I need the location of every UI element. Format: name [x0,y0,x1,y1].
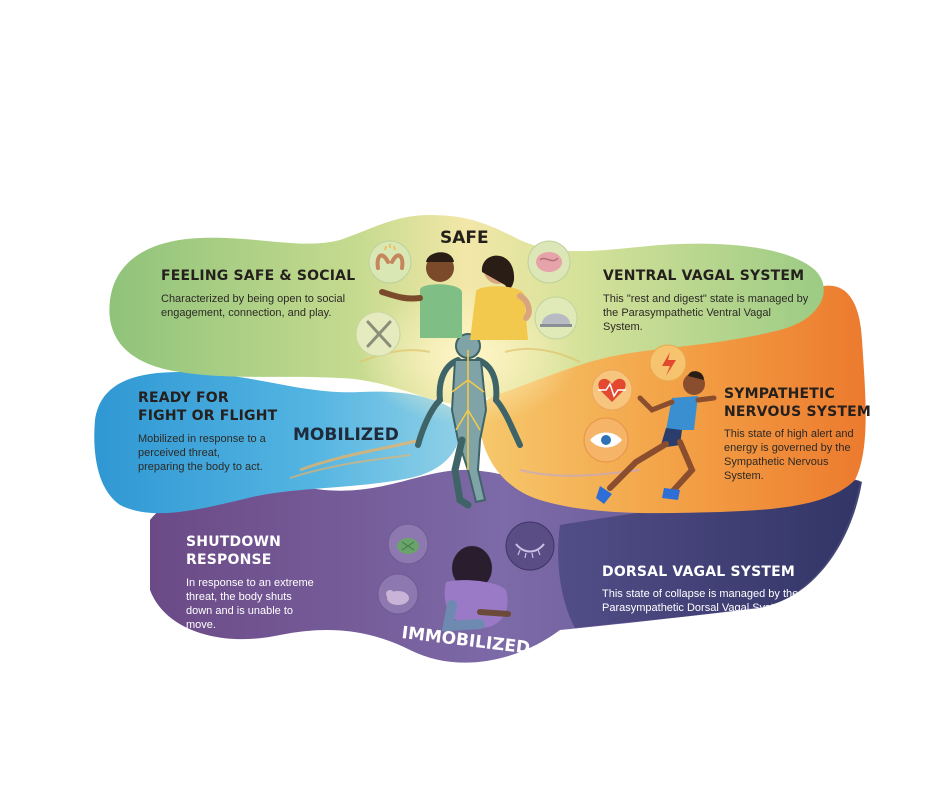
dorsal-vagal-text: This state of collapse is managed by the… [602,588,799,614]
zone-label-safe: SAFE [440,228,489,248]
fight-flight-title-2: FIGHT OR FLIGHT [138,408,278,424]
shutdown-title-2: RESPONSE [186,552,272,568]
fight-flight-title-1: READY FOR [138,390,229,406]
ventral-vagal-text: This "rest and digest" state is managed … [603,293,809,333]
ventral-vagal-title: VENTRAL VAGAL SYSTEM [603,268,805,284]
happy-couple-figure [379,252,532,340]
feeling-safe-title: FEELING SAFE & SOCIAL [161,268,356,284]
dorsal-vagal-title: DORSAL VAGAL SYSTEM [602,564,796,580]
mobilized-blue-band [94,372,460,514]
brain-icon [527,240,571,284]
sympathetic-title-2: NERVOUS SYSTEM [724,404,872,420]
sympathetic-text: This state of high alert and energy is g… [724,428,854,482]
flow-line [299,438,421,472]
running-man-figure [590,371,717,504]
lightning-icon [649,344,687,382]
feeling-safe-text: Characterized by being open to social en… [161,293,346,319]
flow-line [504,347,581,363]
dorsal-navy-band [558,478,862,628]
zone-label-mobilized: MOBILIZED [293,425,399,445]
fork-knife-icon [355,311,401,357]
flow-line [359,349,431,363]
closed-eye-icon [505,521,555,571]
eye-icon [583,417,629,463]
food-dome-icon [534,296,578,340]
turtle-icon [387,523,429,565]
fight-flight-text: Mobilized in response to a perceived thr… [138,433,266,473]
shutdown-text: In response to an extreme threat, the bo… [186,577,314,631]
flow-line [289,454,411,479]
shutdown-title-1: SHUTDOWN [186,534,281,550]
open-hands-icon [368,240,412,284]
nervous-system-figure [415,333,523,509]
crouching-woman-figure [441,546,511,632]
sleeping-cat-icon [377,573,419,615]
sympathetic-title-1: SYMPATHETIC [724,386,835,402]
heartbeat-icon [591,369,633,411]
